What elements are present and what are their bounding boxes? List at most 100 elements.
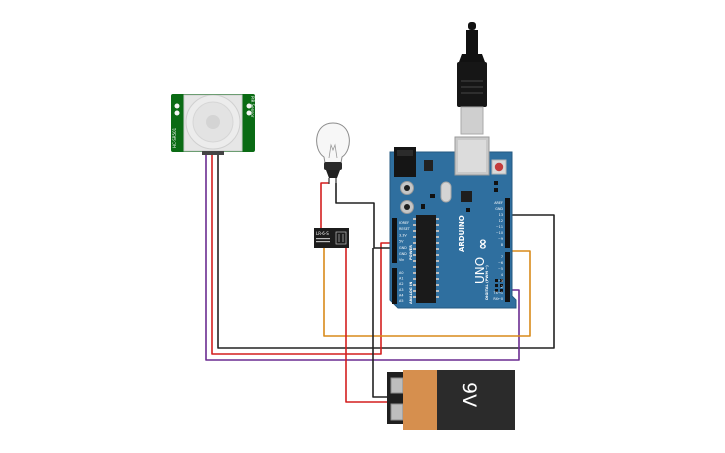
arduino-brand: ARDUINO (458, 215, 466, 252)
pin-label: ~3 (498, 279, 503, 283)
bulb-socket (324, 162, 342, 170)
crystal-oscillator (440, 181, 452, 203)
usb-plug-top (459, 54, 485, 62)
pin-label: Vin (399, 258, 404, 262)
pir-pot-icon[interactable] (174, 110, 180, 116)
chip-pin (436, 260, 439, 262)
pir-lens-center (206, 115, 220, 129)
pin-label: ~11 (496, 225, 503, 229)
analog-header-label: ANALOG IN (409, 282, 413, 304)
battery-terminal-positive[interactable] (390, 377, 404, 394)
usb-plug-body (457, 62, 487, 107)
chip-pin (436, 242, 439, 244)
pin-label: A3 (399, 288, 403, 292)
pin-label: A5 (399, 299, 403, 303)
pir-pot-icon[interactable] (246, 103, 252, 109)
digital-header-label: DIGITAL (PWM ~) (485, 265, 489, 300)
pin-label: 3.3V (399, 233, 407, 237)
pir-side-label-left: HC-SR501 (172, 127, 177, 148)
power-header[interactable] (392, 218, 397, 263)
chip-pin (413, 224, 416, 226)
chip-pin (436, 278, 439, 280)
voltage-regulator (424, 160, 433, 171)
pir-sensor[interactable]: HC-SR501 PIR Sensor (171, 94, 255, 155)
chip-pin (436, 266, 439, 268)
chip-pin (436, 218, 439, 220)
pin-label: ~10 (496, 231, 503, 235)
chip-pin (413, 260, 416, 262)
reset-button-icon[interactable] (494, 162, 504, 172)
pin-label: 4 (501, 273, 503, 277)
wire-battery-negative[interactable] (372, 248, 391, 398)
chip-pin (413, 230, 416, 232)
pin-label: ~9 (498, 237, 503, 241)
pin-label: A0 (399, 271, 403, 275)
relay-body (314, 228, 349, 248)
wires (205, 152, 555, 403)
chip-pin (436, 254, 439, 256)
chip-pin (436, 296, 439, 298)
chip-pin (436, 284, 439, 286)
pin-label: GND (495, 207, 503, 211)
battery-9v[interactable]: 9V (387, 370, 515, 430)
bulb-glass (316, 122, 350, 164)
relay-symbol-icon (335, 231, 347, 245)
chip-pins (413, 218, 439, 298)
pin-label: ~6 (498, 261, 503, 265)
relay-marking (316, 238, 330, 240)
chip-pin (413, 236, 416, 238)
pin-label: 5V (399, 240, 404, 244)
chip-pin (413, 296, 416, 298)
usb-cable-end (468, 22, 476, 30)
power-header-label: POWER (409, 245, 413, 260)
pir-pot-icon[interactable] (246, 110, 252, 116)
wire-relay-signal[interactable] (323, 246, 531, 337)
relay-marking (316, 241, 330, 243)
digital-header-bottom[interactable] (505, 252, 510, 302)
chip-pin (436, 230, 439, 232)
relay-title: LR-6-S (316, 231, 329, 236)
arduino-uno[interactable]: ARDUINO ∞ UNO IOREFRESET3.3V5VGNDGNDVin … (389, 136, 517, 309)
light-bulb[interactable] (316, 122, 350, 184)
chip-pin (413, 242, 416, 244)
wire-lamp-ground[interactable] (335, 183, 393, 249)
chip-pin (436, 272, 439, 274)
analog-header[interactable] (392, 268, 397, 304)
icsp-header (495, 279, 503, 292)
usb-plug-metal (460, 106, 484, 135)
pin-label: ~5 (498, 267, 503, 271)
pin-label: 12 (499, 219, 503, 223)
pin-label: 7 (501, 255, 503, 259)
pin-label: RX←0 (493, 297, 503, 301)
bulb-base (326, 170, 340, 178)
digital-pin-labels-bottom: 7 ~6 ~5 4 ~3 2TX→1RX←0 (493, 255, 503, 301)
wire-pir-vcc[interactable] (211, 152, 393, 355)
bulb-filament (328, 143, 338, 159)
pir-pin-header (202, 151, 224, 155)
pin-label: A4 (399, 293, 403, 297)
chip-pin (436, 224, 439, 226)
pin-label: TX→1 (493, 291, 503, 295)
chip-pin (413, 266, 416, 268)
wire-lamp-relay[interactable] (320, 182, 329, 229)
battery-body (437, 370, 515, 430)
chip-pin (436, 248, 439, 250)
battery-terminal-negative[interactable] (390, 403, 404, 421)
battery-label: 9V (458, 382, 480, 407)
pin-label: 2 (501, 285, 503, 289)
wire-pir-out[interactable] (205, 152, 520, 361)
usb-cable-strain (466, 30, 478, 54)
pir-pot-icon[interactable] (174, 103, 180, 109)
battery-band (403, 370, 437, 430)
usb-cable[interactable] (457, 22, 487, 135)
wire-pir-gnd[interactable] (217, 152, 555, 349)
relay[interactable]: LR-6-S (314, 228, 349, 248)
pin-label: A2 (399, 282, 403, 286)
wire-battery-positive[interactable] (345, 248, 391, 403)
pin-label: 13 (499, 213, 503, 217)
digital-header-top[interactable] (505, 198, 510, 248)
